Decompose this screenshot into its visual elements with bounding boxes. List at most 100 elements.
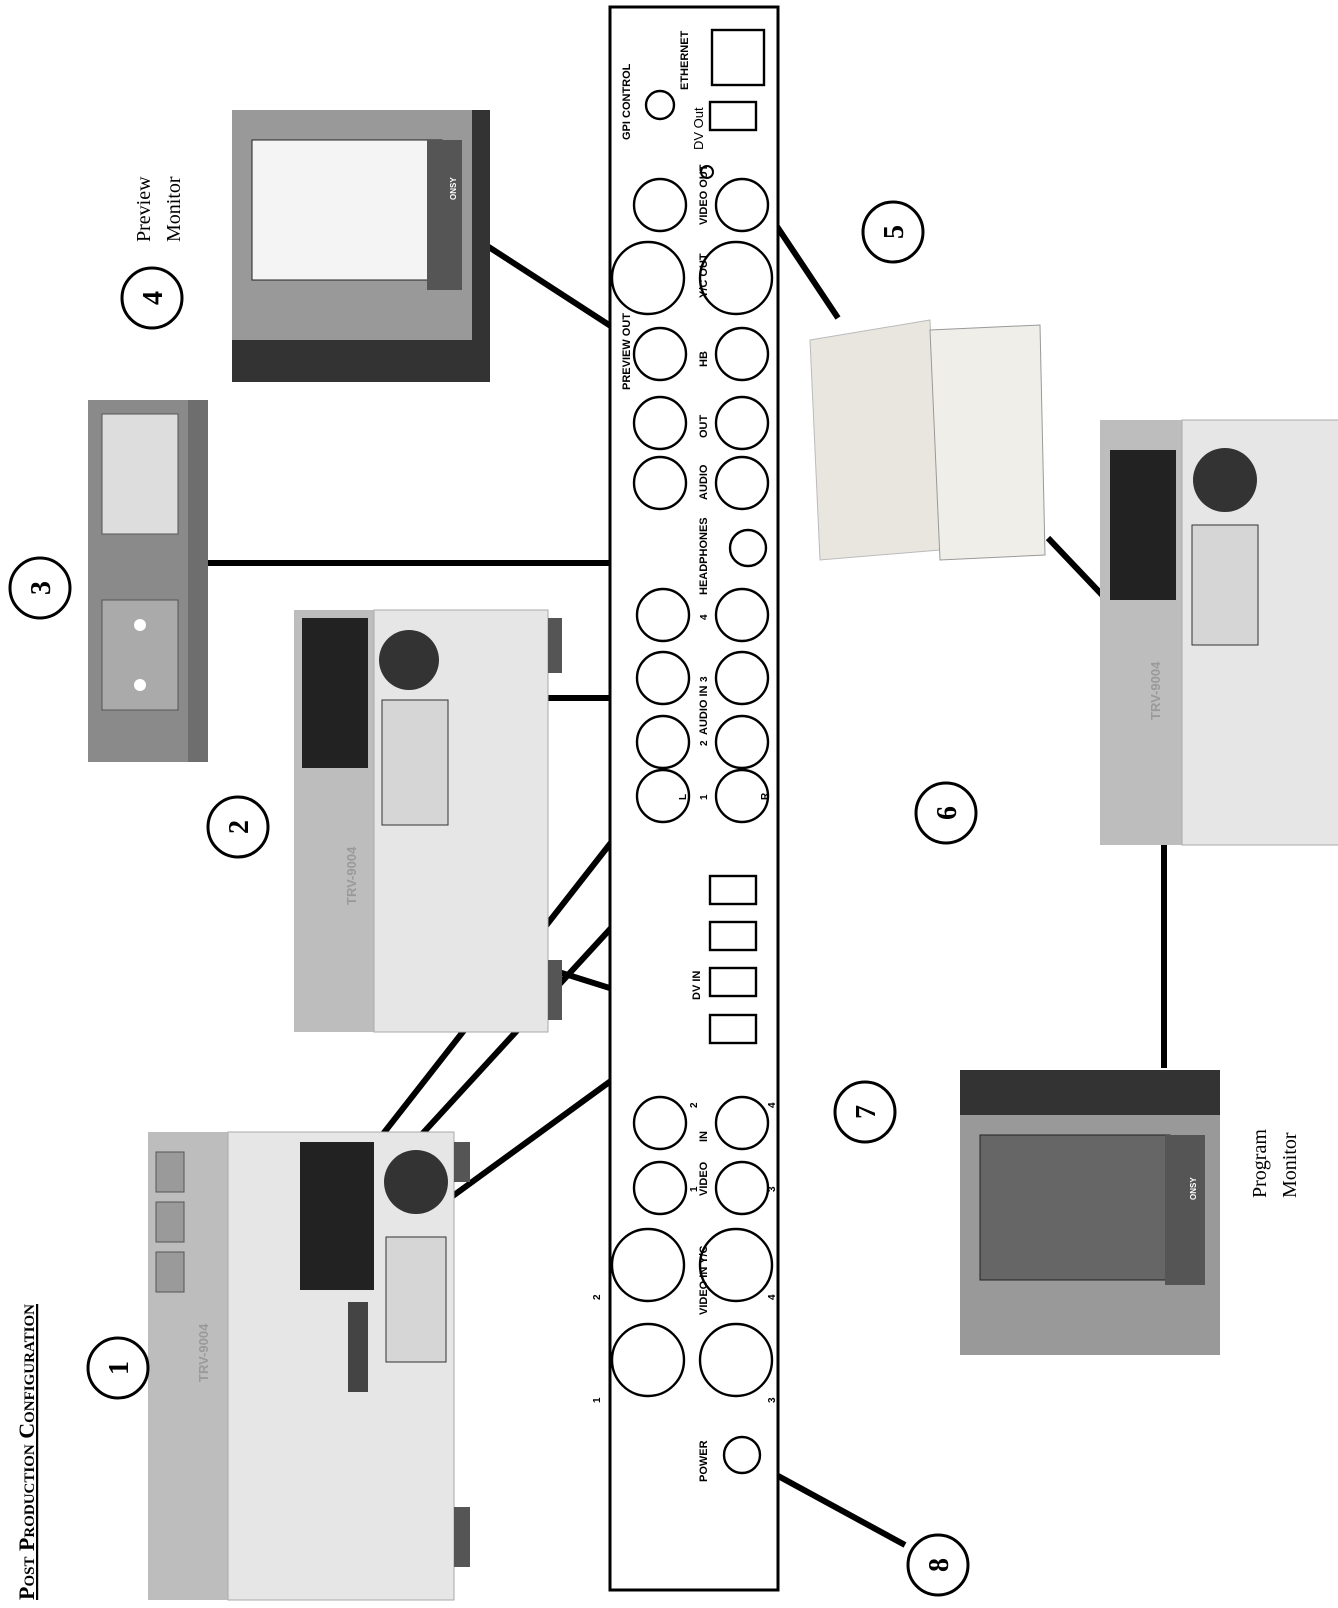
breakout-panel: ETHERNET DV Out GPI CONTROL VIDEO OUT Y/…	[592, 5, 780, 1592]
label-video-in-num-2: 2	[689, 1102, 700, 1108]
video-out-upper-jack[interactable]	[632, 177, 688, 233]
vcr-deck-1-display	[300, 1142, 374, 1290]
label-dv-out: DV Out	[691, 107, 706, 150]
audio-in-1-r-jack[interactable]	[714, 768, 770, 824]
callout-8-number: 8	[924, 1558, 955, 1572]
callout-1: 1	[86, 1336, 150, 1400]
computer-case	[809, 319, 941, 561]
audio-in-3-r-jack[interactable]	[714, 650, 770, 706]
cassette-deck-display	[101, 413, 179, 535]
label-preview-out: PREVIEW OUT	[621, 313, 633, 390]
callout-6: 6	[914, 781, 978, 845]
dv-out-port[interactable]	[708, 100, 758, 132]
audio-in-4-l-jack[interactable]	[635, 587, 691, 643]
vcr-deck-2-slot	[381, 699, 449, 826]
label-headphones: HEADPHONES	[698, 517, 710, 595]
label-yc-in: VIDEO IN Y/C	[698, 1245, 710, 1315]
program-monitor-screen	[979, 1134, 1171, 1281]
audio-out-1-jack[interactable]	[632, 395, 688, 451]
label-audio-in-3: 3	[699, 676, 710, 682]
dv-in-1-port[interactable]	[708, 874, 758, 906]
vcr-deck-1-slot	[385, 1236, 447, 1363]
label-yc-in-num-3: 3	[767, 1397, 778, 1403]
preview-out-jack[interactable]	[632, 326, 688, 382]
vcr-deck-1: TRV-9004	[148, 1131, 470, 1601]
video-in-1-jack[interactable]	[632, 1160, 688, 1216]
callout-3: 3	[8, 556, 72, 620]
vcr-deck-1-meter-1	[155, 1151, 185, 1193]
cable-deck6-computer	[1045, 535, 1108, 601]
label-gpi-control: GPI CONTROL	[621, 63, 633, 140]
label-video-in-num-3: 3	[767, 1186, 778, 1192]
audio-out-2-jack[interactable]	[714, 395, 770, 451]
video-in-2-jack[interactable]	[632, 1095, 688, 1151]
preview-monitor-caption: Preview Monitor	[133, 176, 185, 242]
yc-in-3-jack[interactable]	[698, 1322, 774, 1398]
yc-in-1-jack[interactable]	[610, 1322, 686, 1398]
vcr-deck-6-slot	[1191, 524, 1259, 646]
power-jack[interactable]	[722, 1435, 762, 1475]
label-video-in-num-4: 4	[767, 1102, 778, 1108]
callout-4-number: 4	[138, 291, 169, 305]
label-in: IN	[698, 1131, 710, 1142]
label-audio-r: R	[760, 792, 771, 800]
audio-out-4-jack[interactable]	[714, 455, 770, 511]
vcr-deck-2-foot-bottom	[548, 960, 562, 1020]
hb-jack[interactable]	[714, 326, 770, 382]
program-monitor-brand: ONSY	[1189, 1177, 1198, 1200]
cassette-deck-reel-2	[134, 679, 146, 691]
callout-5-circle	[861, 200, 925, 264]
vcr-deck-6-display	[1110, 450, 1176, 600]
callout-1-circle	[86, 1336, 150, 1400]
vcr-deck-2-model: TRV-9004	[344, 846, 359, 905]
callout-4: 4	[120, 266, 184, 330]
program-monitor-caption: Program Monitor	[1249, 1129, 1301, 1198]
vcr-deck-1-foot-bottom	[454, 1507, 470, 1567]
label-video: VIDEO	[698, 1161, 710, 1196]
audio-out-3-jack[interactable]	[632, 455, 688, 511]
audio-in-3-l-jack[interactable]	[635, 650, 691, 706]
dv-in-2-port[interactable]	[708, 920, 758, 952]
label-audio-out-2: OUT	[698, 415, 710, 439]
dv-in-4-port[interactable]	[708, 1013, 758, 1045]
vcr-deck-2-foot-top	[548, 618, 562, 673]
yc-out-lower-jack[interactable]	[698, 240, 774, 316]
label-yc-in-num-4: 4	[767, 1294, 778, 1300]
program-caption-line2: Monitor	[1279, 1132, 1301, 1198]
audio-in-1-l-jack[interactable]	[635, 768, 691, 824]
label-audio-l: L	[678, 794, 689, 800]
callout-1-number: 1	[104, 1361, 135, 1375]
video-in-3-jack[interactable]	[714, 1160, 770, 1216]
cassette-deck-reel-1	[134, 619, 146, 631]
headphones-jack[interactable]	[728, 528, 768, 568]
callout-2-circle	[206, 795, 270, 859]
label-yc-out: Y/C OUT	[698, 253, 710, 298]
callout-2: 2	[206, 795, 270, 859]
computer-keyboard	[929, 324, 1046, 561]
audio-in-4-r-jack[interactable]	[714, 587, 770, 643]
video-out-jack[interactable]	[714, 177, 770, 233]
cassette-deck-3	[88, 400, 208, 762]
gpi-control-port[interactable]	[644, 89, 676, 121]
yc-in-2-jack[interactable]	[610, 1227, 686, 1303]
vcr-deck-1-buttons	[348, 1302, 368, 1392]
yc-out-upper-jack[interactable]	[610, 240, 686, 316]
vcr-deck-6: TRV-9004	[1100, 419, 1338, 846]
callout-6-circle	[914, 781, 978, 845]
video-in-4-jack[interactable]	[714, 1095, 770, 1151]
callout-7-number: 7	[851, 1105, 882, 1119]
audio-in-2-l-jack[interactable]	[635, 714, 691, 770]
program-monitor: ONSY	[960, 1070, 1220, 1355]
cassette-deck-tape	[101, 599, 179, 711]
computer	[809, 319, 1046, 561]
dv-in-3-port[interactable]	[708, 966, 758, 998]
callout-3-circle	[8, 556, 72, 620]
audio-in-2-r-jack[interactable]	[714, 714, 770, 770]
preview-monitor-brand: ONSY	[449, 177, 458, 200]
ethernet-port[interactable]	[710, 28, 766, 87]
yc-in-4-jack[interactable]	[698, 1227, 774, 1303]
label-yc-in-num-2: 2	[592, 1294, 603, 1300]
label-audio-in-4: 4	[699, 614, 710, 620]
label-audio-in-2: 2	[699, 740, 710, 746]
callout-8: 8	[906, 1533, 970, 1597]
